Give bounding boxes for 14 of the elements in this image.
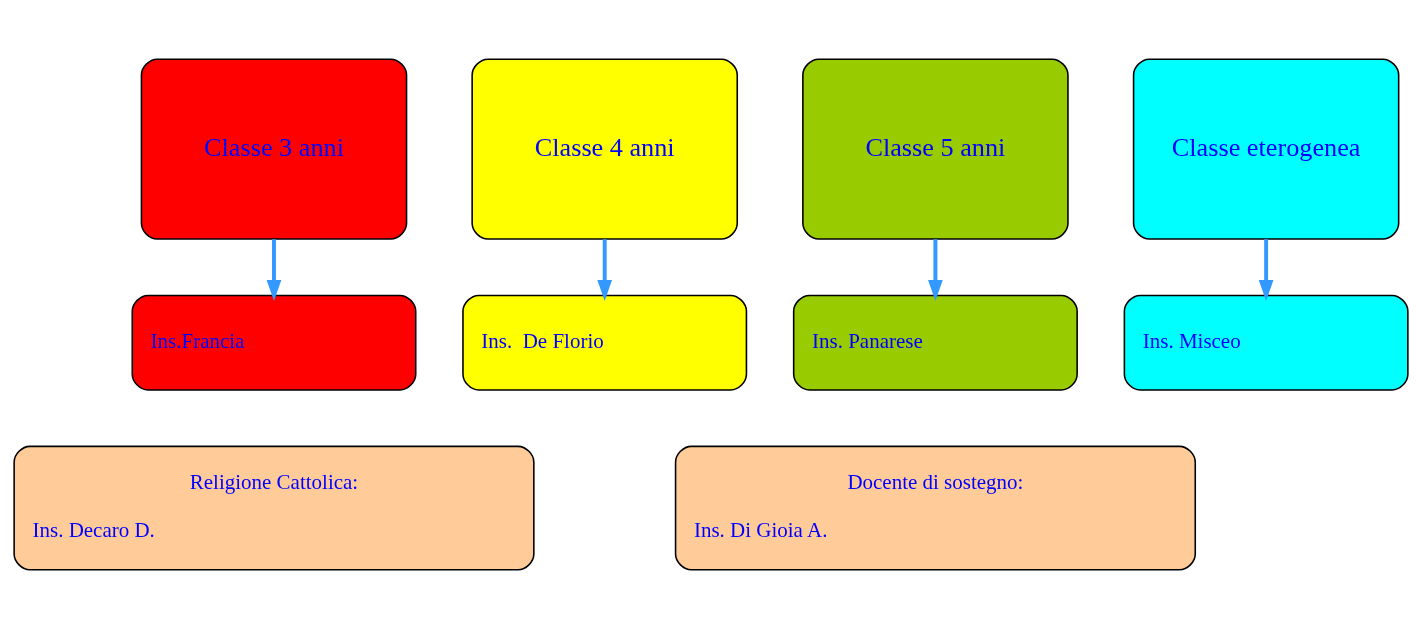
node-box: Ins. De Florio <box>462 294 748 391</box>
node-box: Classe 3 anni <box>140 57 408 240</box>
arrow <box>1258 238 1274 301</box>
node-box: Docente di sostegno: Ins. Di Gioia A. <box>674 445 1197 571</box>
node-box: Religione Cattolica: Ins. Decaro D. <box>13 445 535 571</box>
node-box: Classe 5 anni <box>802 57 1069 240</box>
node-box: Ins. Misceo <box>1123 294 1409 391</box>
node-box: Ins. Panarese <box>792 294 1078 391</box>
arrow <box>597 238 613 301</box>
node-box: Classe eterogenea <box>1132 57 1400 240</box>
arrow <box>928 238 943 301</box>
arrow <box>266 238 282 301</box>
node-box: Ins.Francia <box>131 294 417 391</box>
node-box: Classe 4 anni <box>471 57 739 240</box>
